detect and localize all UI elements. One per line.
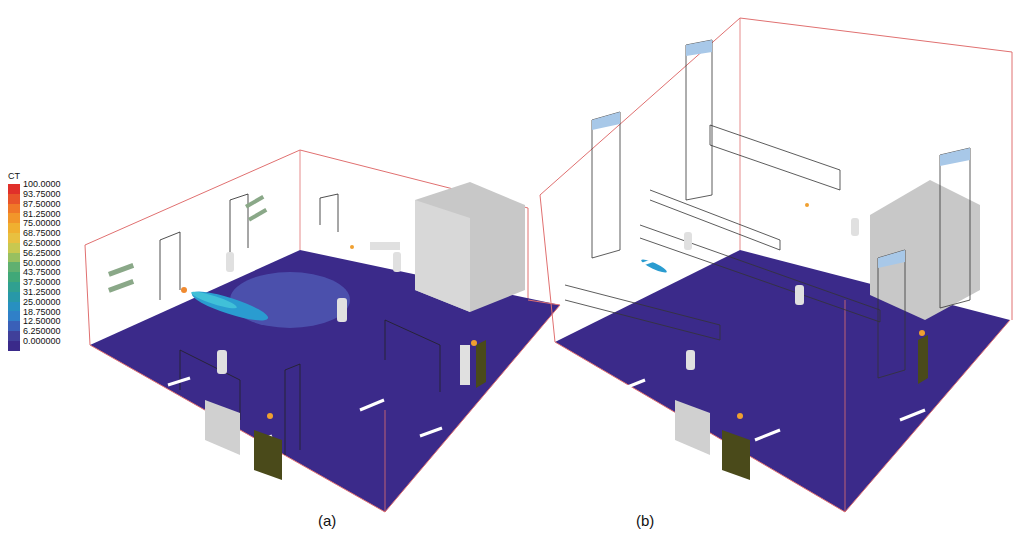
colorbar-value: 0.000000 [23,337,61,347]
colorbar-value: 37.50000 [23,278,61,288]
colorbar-value: 87.50000 [23,200,61,210]
colorbar-value: 31.25000 [23,288,61,298]
colorbar-swatch [8,223,20,233]
colorbar-swatch [8,272,20,282]
colorbar-swatch [8,204,20,214]
colorbar-value: 100.0000 [23,180,61,190]
colorbar-value: 75.00000 [23,219,61,229]
colorbar-value: 68.75000 [23,229,61,239]
colorbar-value: 81.25000 [23,210,61,220]
colorbar-swatch [8,253,20,263]
colorbar-value: 50.00000 [23,259,61,269]
colorbar-swatch [8,194,20,204]
colorbar-value: 25.00000 [23,298,61,308]
colorbar-swatch [8,311,20,321]
colorbar-swatch [8,243,20,253]
colorbar-swatch [8,262,20,272]
room-a [85,150,560,512]
colorbar-swatch [8,331,20,341]
colorbar-swatch [8,184,20,194]
colorbar-value: 56.25000 [23,249,61,259]
colorbar-swatch [8,292,20,302]
colorbar-swatch [8,321,20,331]
colorbar-value: 18.75000 [23,308,61,318]
colorbar-value: 43.75000 [23,268,61,278]
colorbar-swatch [8,282,20,292]
colorbar-swatch [8,302,20,312]
colorbar-swatch [8,233,20,243]
colorbar-value: 93.75000 [23,190,61,200]
panel-label: (b) [636,512,654,529]
colorbar-swatch [8,213,20,223]
colorbar-swatch [8,341,20,351]
colorbar-value: 12.50000 [23,317,61,327]
colorbar-value: 62.50000 [23,239,61,249]
panel-label: (a) [318,512,336,529]
room-b [540,18,1012,512]
colorbar-value: 6.250000 [23,327,61,337]
colorbar-title: CT [8,171,20,181]
